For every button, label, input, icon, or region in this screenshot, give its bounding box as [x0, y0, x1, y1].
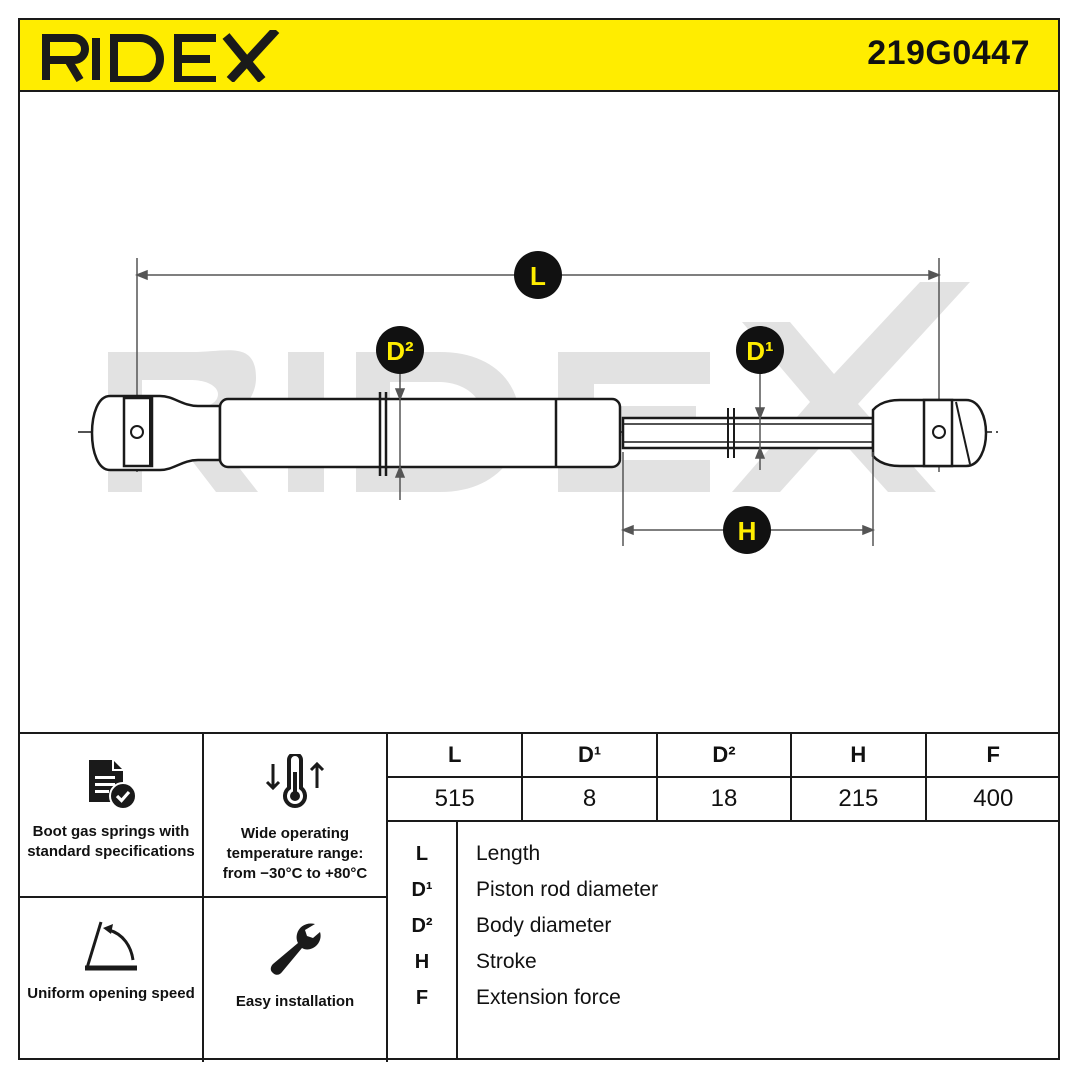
wrench-icon: [204, 920, 386, 976]
product-sheet: 219G0447 L: [18, 18, 1060, 1062]
legend-item: D¹ Piston rod diameter: [388, 872, 1060, 908]
legend-key: D²: [411, 915, 433, 937]
label-D2: D²: [386, 336, 414, 366]
legend-key: D¹: [411, 879, 433, 901]
gas-spring-diagram: L D²: [20, 92, 1058, 735]
spec-value-row: 515 8 18 215 400: [388, 777, 1060, 822]
spec-value: 18: [656, 777, 793, 822]
spec-header: D²: [656, 734, 793, 778]
feature-standard-specs: Boot gas springs with standard specifica…: [20, 734, 204, 898]
thermometer-arrows-icon: [204, 754, 386, 810]
legend-label: Body diameter: [476, 914, 612, 937]
spec-value: 515: [388, 777, 524, 822]
specs-panel: Boot gas springs with standard specifica…: [20, 732, 1060, 1062]
document-check-icon: [20, 756, 202, 812]
feature-text: Easy installation: [235, 993, 355, 1010]
spec-value: 215: [791, 777, 927, 822]
spec-header: F: [925, 734, 1060, 778]
spec-value: 400: [925, 777, 1060, 822]
legend-label: Piston rod diameter: [476, 878, 659, 901]
spec-header: D¹: [522, 734, 658, 778]
spec-header: H: [791, 734, 927, 778]
spec-header: L: [388, 734, 524, 778]
feature-temperature-range: Wide operating temperature range: from −…: [204, 734, 388, 898]
legend-label: Length: [476, 842, 541, 865]
legend-key: F: [415, 987, 429, 1009]
legend-item: F Extension force: [388, 980, 1060, 1016]
label-L: L: [530, 261, 546, 291]
legend-key: H: [414, 951, 430, 973]
spec-legend: L Length D¹ Piston rod diameter D² Body …: [388, 822, 1060, 1060]
part-number: 219G0447: [867, 34, 1030, 72]
feature-text: Boot gas springs with standard specifica…: [27, 823, 195, 860]
legend-label: Extension force: [476, 986, 621, 1009]
legend-key: L: [415, 843, 429, 865]
feature-text: Uniform opening speed: [27, 985, 195, 1002]
label-H: H: [738, 516, 757, 546]
header-bar: 219G0447: [20, 20, 1058, 92]
feature-text: Wide operating temperature range: from −…: [222, 825, 368, 882]
spec-header-row: L D¹ D² H F: [388, 734, 1060, 778]
legend-divider: [456, 822, 458, 1060]
legend-label: Stroke: [476, 950, 537, 973]
legend-item: D² Body diameter: [388, 908, 1060, 944]
brand-logo: [40, 26, 280, 87]
spec-table: L D¹ D² H F 515 8 18 215 400: [388, 734, 1060, 822]
opening-angle-icon: [20, 916, 202, 974]
feature-easy-installation: Easy installation: [204, 898, 388, 1062]
spec-value: 8: [522, 777, 658, 822]
feature-uniform-opening: Uniform opening speed: [20, 898, 204, 1062]
legend-item: H Stroke: [388, 944, 1060, 980]
legend-item: L Length: [388, 836, 1060, 872]
label-D1: D¹: [746, 336, 773, 366]
